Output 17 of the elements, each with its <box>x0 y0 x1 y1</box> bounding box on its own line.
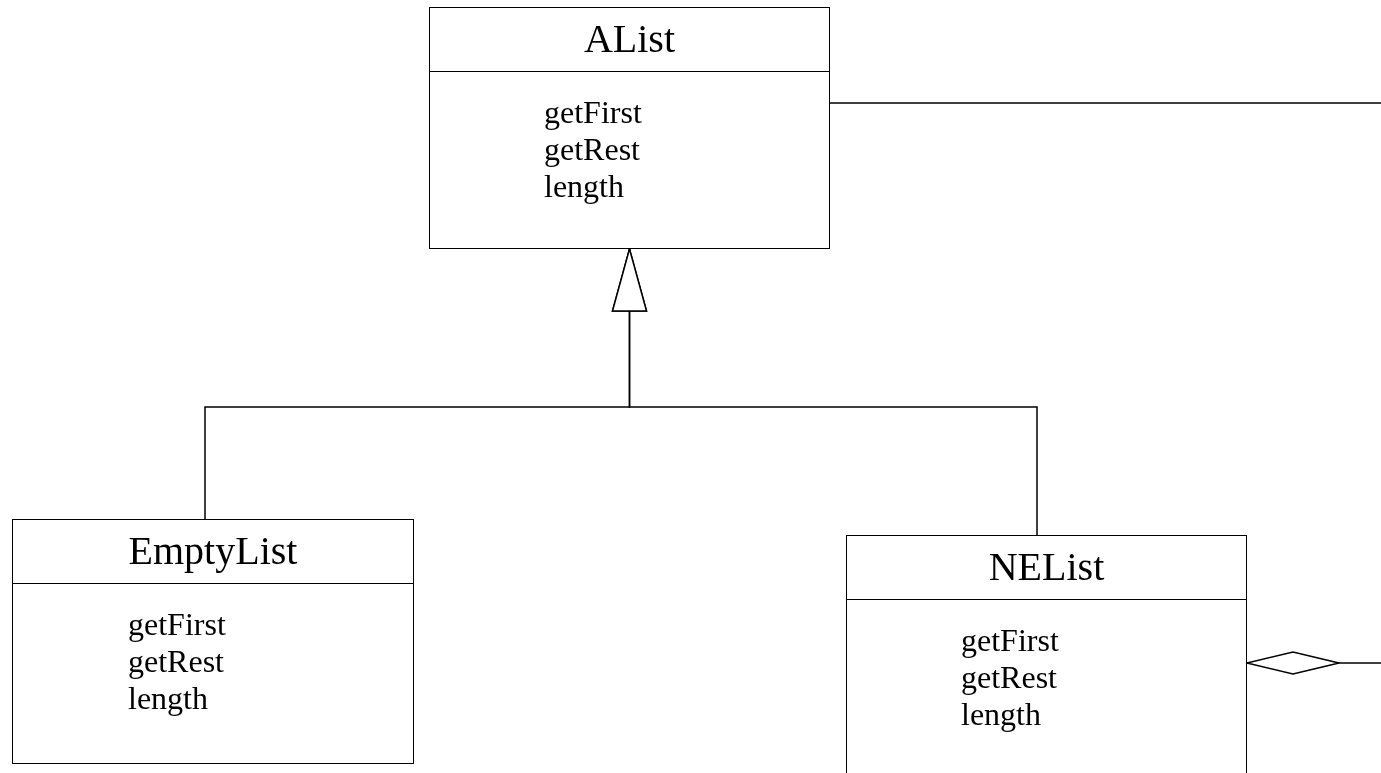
method-name: getRest <box>961 659 1057 696</box>
method-name: getFirst <box>128 606 226 643</box>
method-name: getRest <box>544 131 640 168</box>
method-name: getFirst <box>961 622 1059 659</box>
method-name: length <box>961 696 1041 733</box>
method-name: length <box>128 680 208 717</box>
method-name: getRest <box>128 643 224 680</box>
class-box <box>846 535 1247 773</box>
aggregation-connector <box>829 102 1381 675</box>
class-name: NEList <box>988 544 1105 589</box>
inheritance-arrow <box>611 248 1038 536</box>
class-box <box>429 7 830 249</box>
method-name: length <box>544 168 624 205</box>
class-name: EmptyList <box>128 528 298 573</box>
class-name: AList <box>583 16 676 61</box>
method-name: getFirst <box>544 94 642 131</box>
class-box <box>12 519 414 764</box>
